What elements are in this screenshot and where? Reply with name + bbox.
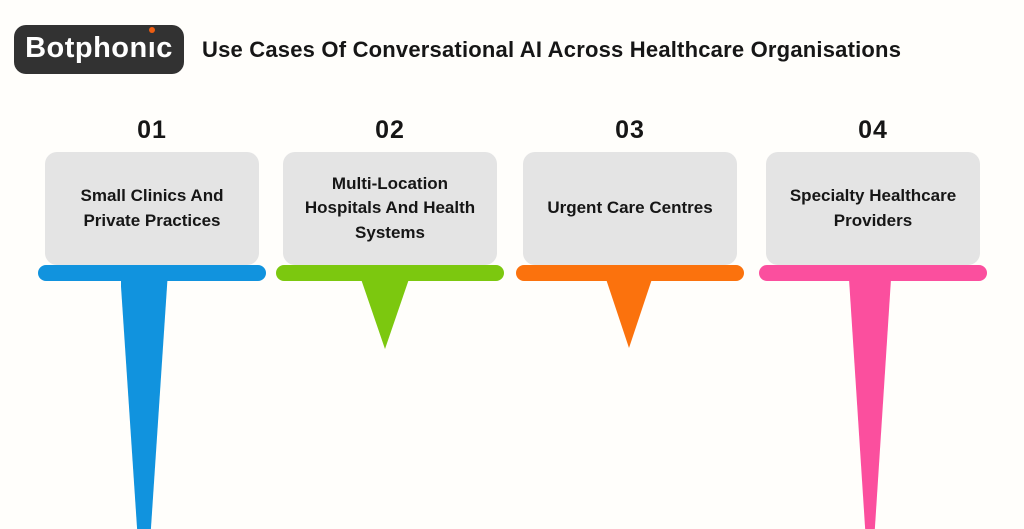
accent-bar [38, 265, 266, 281]
pointer-spike [120, 279, 168, 529]
use-case-item-4: 04 Specialty Healthcare Providers [759, 114, 987, 529]
item-number: 04 [858, 116, 888, 144]
item-card: Specialty Healthcare Providers [766, 152, 980, 265]
item-label: Urgent Care Centres [547, 198, 713, 218]
pointer-spike [361, 279, 409, 349]
item-label: Specialty Healthcare Providers [789, 185, 957, 230]
pointer-spike [606, 279, 652, 348]
item-label: Small Clinics And Private Practices [80, 185, 224, 230]
logo-letter-i: ı [148, 26, 157, 63]
use-case-item-2: 02 Multi-Location Hospitals And Health S… [276, 114, 504, 349]
use-case-item-1: 01 Small Clinics And Private Practices [38, 114, 266, 529]
item-card: Urgent Care Centres [523, 152, 737, 265]
page-title: Use Cases Of Conversational AI Across He… [202, 36, 902, 62]
item-card: Multi-Location Hospitals And Health Syst… [283, 152, 497, 265]
use-case-item-3: 03 Urgent Care Centres [516, 114, 744, 348]
logo-text-part-a: Botphon [25, 31, 148, 64]
accent-bar [759, 265, 987, 281]
pointer-spike [849, 279, 891, 529]
item-label: Multi-Location Hospitals And Health Syst… [304, 173, 476, 242]
accent-bar [516, 265, 744, 281]
logo-text-part-b: c [156, 31, 173, 64]
item-card: Small Clinics And Private Practices [45, 152, 259, 265]
item-number: 03 [615, 116, 645, 144]
accent-bar [276, 265, 504, 281]
item-number: 02 [375, 116, 405, 144]
orange-i-dot [149, 26, 156, 33]
item-number: 01 [137, 116, 167, 144]
